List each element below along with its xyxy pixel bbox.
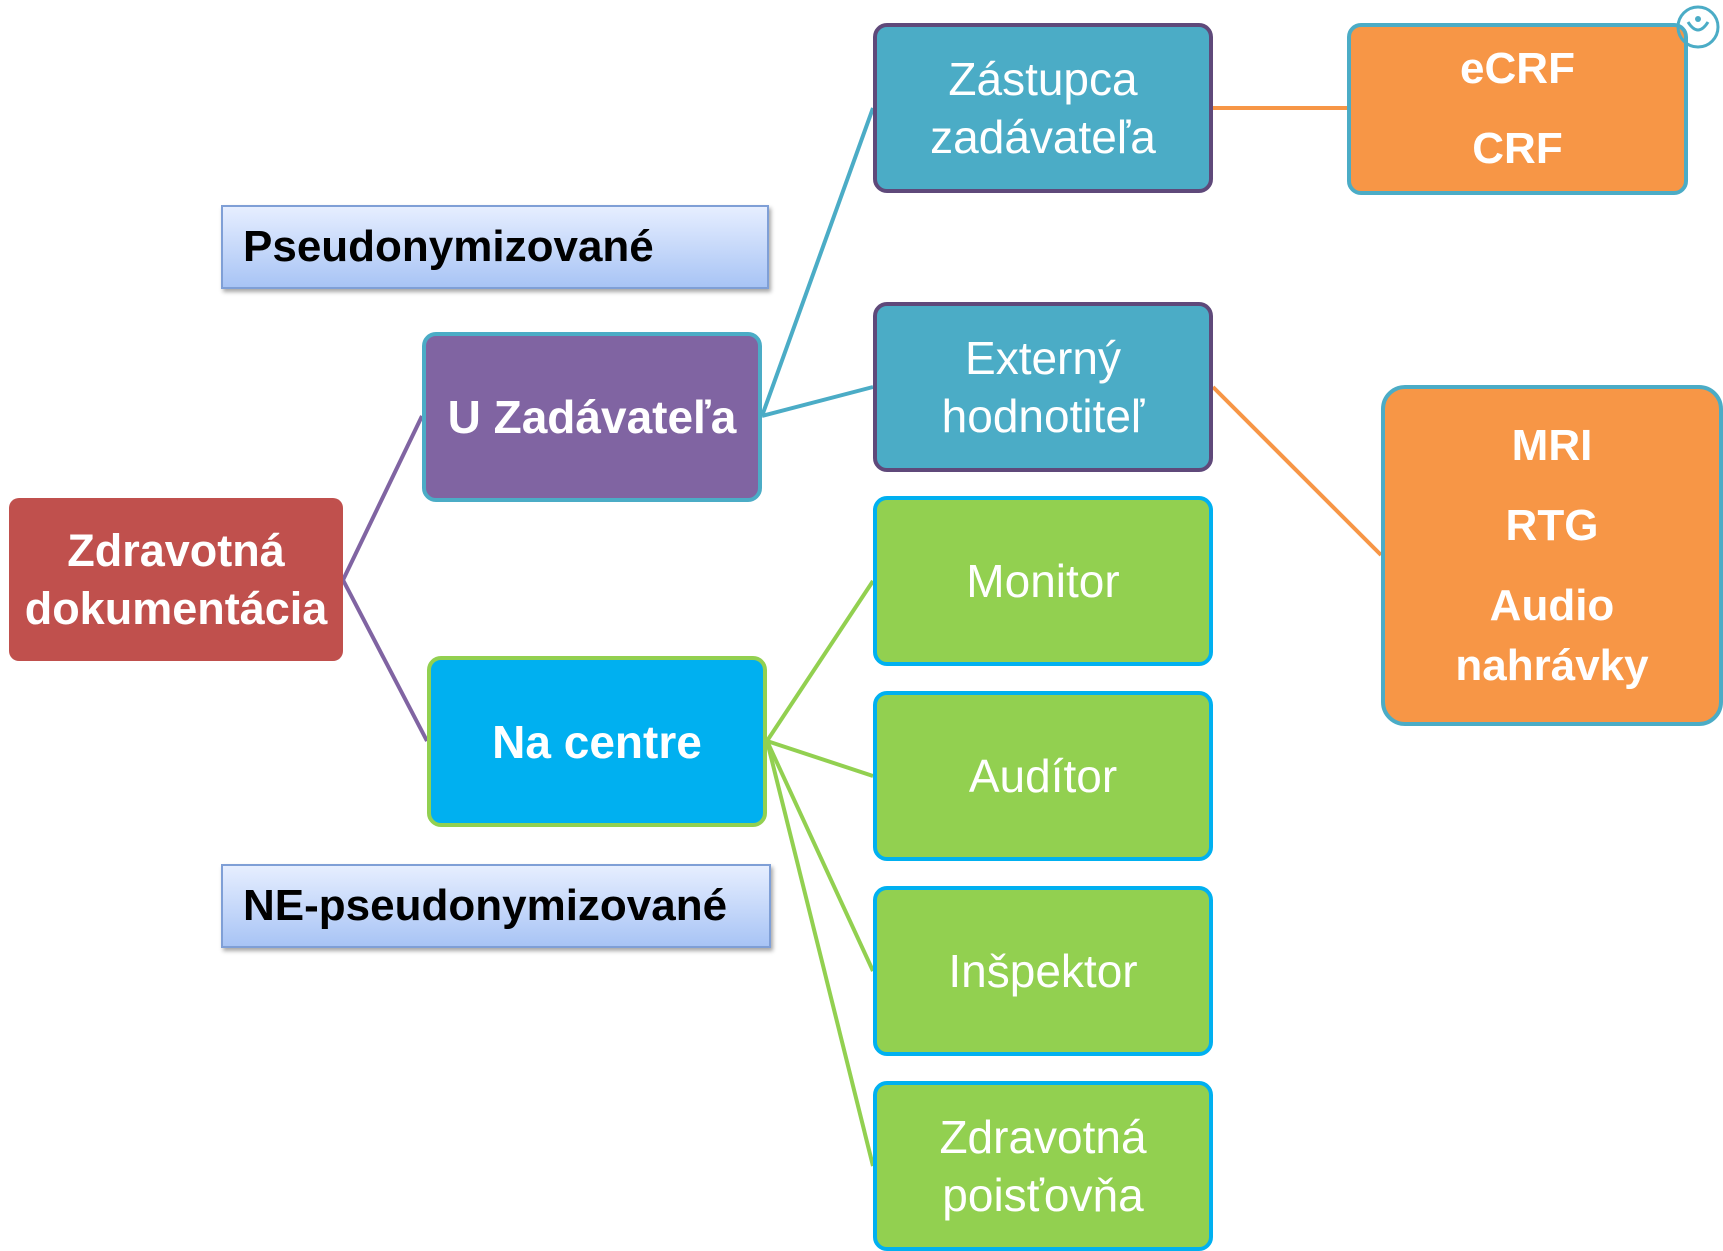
connector-na-centre-inspektor	[765, 740, 875, 972]
connector-root-na-centre	[341, 579, 429, 742]
node-crf-item-1: eCRF	[1460, 44, 1575, 93]
node-poistovna-line-2: poisťovňa	[942, 1169, 1144, 1221]
node-imaging-item-4: nahrávky	[1455, 640, 1649, 690]
node-crf-item-2: CRF	[1472, 124, 1563, 173]
connector-externy-imaging	[1211, 385, 1383, 557]
node-poistovna-line-1: Zdravotná	[939, 1111, 1147, 1163]
pseudonymized-label: Pseudonymizované	[221, 205, 769, 289]
node-zastupca-zadavatela: Zástupca zadávateľa	[873, 23, 1213, 193]
connector-u-zadavatela-externy	[761, 385, 874, 418]
root-node-line-2: dokumentácia	[24, 582, 328, 634]
node-u-zadavatela-label: U Zadávateľa	[447, 391, 737, 443]
node-imaging: MRI RTG Audio nahrávky	[1381, 385, 1723, 726]
node-imaging-item-3: Audio	[1489, 580, 1615, 630]
node-zastupca-line-1: Zástupca	[948, 53, 1138, 105]
node-zdravotna-poistovna: Zdravotná poisťovňa	[873, 1081, 1213, 1251]
node-inspektor: Inšpektor	[873, 886, 1213, 1056]
connector-na-centre-poistovna	[765, 740, 875, 1167]
pseudonymized-label-text: Pseudonymizované	[243, 222, 654, 271]
node-monitor: Monitor	[873, 496, 1213, 666]
node-zastupca-line-2: zadávateľa	[930, 111, 1156, 163]
node-imaging-item-2: RTG	[1505, 500, 1599, 550]
non-pseudonymized-label: NE-pseudonymizované	[221, 864, 771, 948]
node-na-centre: Na centre	[427, 656, 767, 827]
node-externy-line-1: Externý	[965, 332, 1121, 384]
connector-na-centre-auditor	[766, 739, 874, 778]
node-auditor-label: Audítor	[968, 750, 1118, 802]
node-inspektor-label: Inšpektor	[948, 945, 1138, 997]
node-externy-hodnotitel: Externý hodnotiteľ	[873, 302, 1213, 472]
node-imaging-item-1: MRI	[1511, 420, 1593, 470]
connector-u-zadavatela-zastupca	[760, 107, 875, 417]
circular-logo-icon	[1676, 5, 1720, 49]
connector-root-u-zadavatela	[341, 415, 424, 581]
node-na-centre-label: Na centre	[492, 715, 702, 768]
node-u-zadavatela: U Zadávateľa	[422, 332, 762, 502]
node-auditor: Audítor	[873, 691, 1213, 861]
root-node-line-1: Zdravotná	[67, 524, 285, 576]
root-node-health-documentation: Zdravotná dokumentácia	[9, 498, 343, 661]
non-pseudonymized-label-text: NE-pseudonymizované	[243, 881, 728, 930]
connector-na-centre-monitor	[765, 579, 875, 743]
node-monitor-label: Monitor	[966, 555, 1120, 607]
node-crf: eCRF CRF	[1347, 23, 1688, 195]
node-externy-line-2: hodnotiteľ	[941, 390, 1145, 442]
